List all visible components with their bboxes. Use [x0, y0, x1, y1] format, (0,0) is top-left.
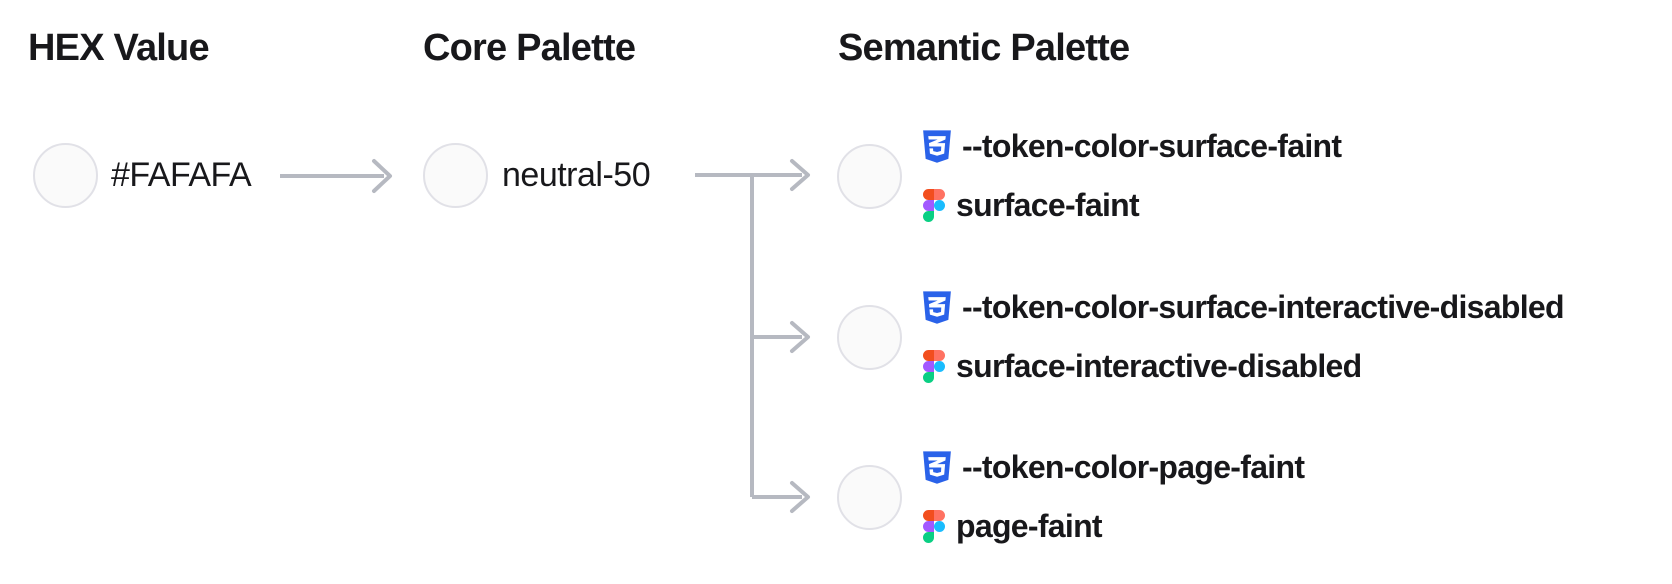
- css-variable-label: --token-color-surface-interactive-disabl…: [962, 289, 1565, 325]
- branch-arrowhead-1: [790, 159, 810, 191]
- css3-shield-icon: [923, 449, 951, 486]
- core-to-semantic-connector: [695, 159, 810, 513]
- core-palette-header: Core Palette: [423, 27, 636, 69]
- figma-style-line: page-faint: [923, 506, 1304, 547]
- hex-value-node: #FAFAFA: [33, 143, 252, 208]
- figma-style-line: surface-interactive-disabled: [923, 346, 1564, 387]
- semantic-color-swatch: [837, 143, 902, 209]
- branch-arrowhead-3: [790, 481, 810, 513]
- figma-style-label: page-faint: [956, 508, 1103, 544]
- figma-logo-icon: [923, 350, 945, 383]
- css-variable-line: --token-color-surface-faint: [923, 126, 1342, 167]
- semantic-token-row-page-faint: --token-color-page-faint page-faint: [837, 446, 1305, 548]
- hex-color-swatch: [33, 143, 98, 208]
- semantic-palette-header: Semantic Palette: [838, 27, 1130, 69]
- semantic-token-row-surface-interactive-disabled: --token-color-surface-interactive-disabl…: [837, 286, 1565, 388]
- figma-style-label: surface-interactive-disabled: [956, 348, 1362, 384]
- css-variable-label: --token-color-surface-faint: [962, 128, 1342, 164]
- css-variable-line: --token-color-surface-interactive-disabl…: [923, 287, 1565, 328]
- hex-to-core-arrow: [280, 159, 392, 193]
- core-palette-label: neutral-50: [502, 156, 651, 194]
- figma-logo-icon: [923, 510, 945, 543]
- hex-value-header: HEX Value: [28, 27, 210, 69]
- css3-shield-icon: [923, 289, 951, 326]
- branch-arrowhead-2: [790, 321, 810, 353]
- semantic-token-row-surface-faint: --token-color-surface-faint surface-fain…: [837, 125, 1342, 227]
- css-variable-label: --token-color-page-faint: [962, 449, 1305, 485]
- css-variable-line: --token-color-page-faint: [923, 447, 1305, 488]
- css3-shield-icon: [923, 128, 951, 165]
- core-color-swatch: [423, 143, 488, 208]
- figma-style-label: surface-faint: [956, 187, 1140, 223]
- semantic-color-swatch: [837, 304, 902, 370]
- semantic-color-swatch: [837, 464, 902, 530]
- hex-value-label: #FAFAFA: [111, 156, 252, 194]
- figma-logo-icon: [923, 189, 945, 222]
- figma-style-line: surface-faint: [923, 185, 1341, 226]
- core-palette-node: neutral-50: [423, 143, 651, 208]
